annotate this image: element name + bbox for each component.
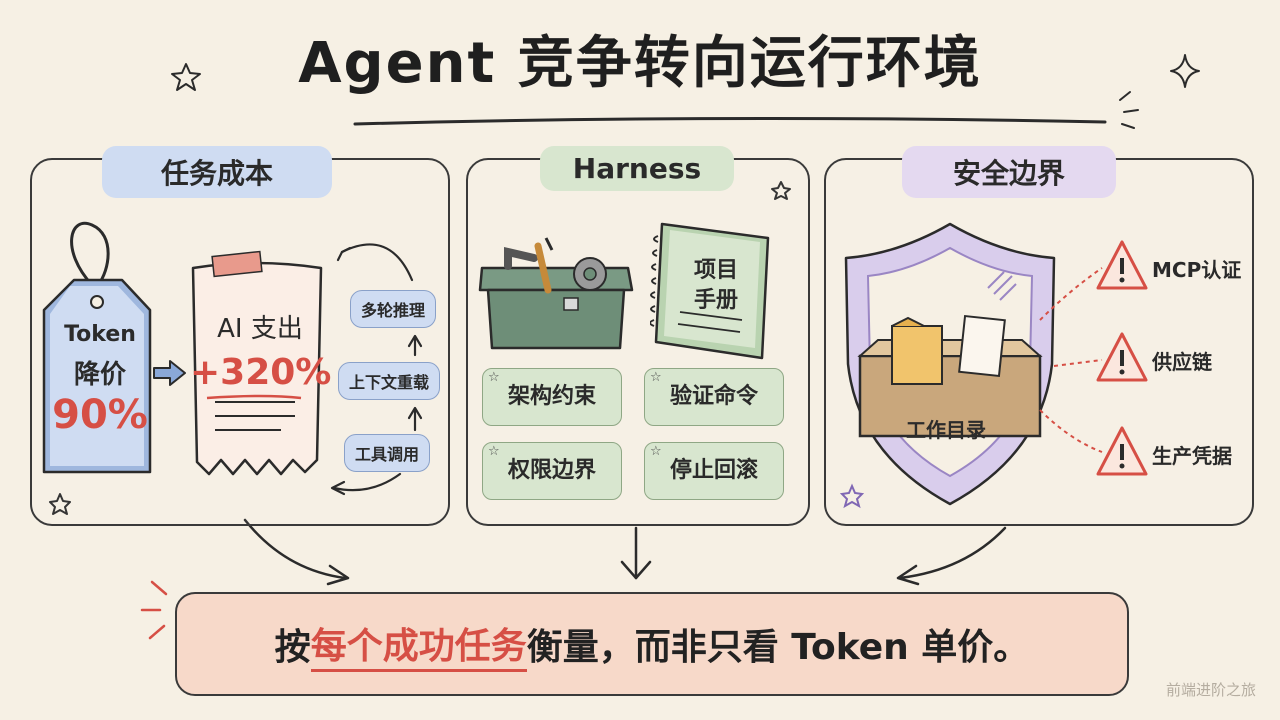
- star-icon: [171, 63, 201, 91]
- receipt-label: AI 支出: [217, 314, 303, 344]
- cycle-arrows: [330, 243, 423, 496]
- cost-panel-label: 任务成本: [102, 146, 332, 198]
- risk-prod-credentials: 生产凭据: [1152, 444, 1232, 468]
- manual-title-line2: 手册: [694, 288, 739, 313]
- harness-panel-label: Harness: [540, 146, 734, 191]
- shield-icon: [844, 222, 1056, 506]
- star-icon: [771, 181, 791, 200]
- star-icon: [839, 483, 865, 509]
- arrow-down-icon: [898, 526, 1007, 580]
- security-panel-label: 安全边界: [902, 146, 1116, 198]
- page-title: Agent 竞争转向运行环境: [298, 31, 982, 96]
- manual-icon: [650, 222, 770, 360]
- cycle-step-tool-call: 工具调用: [344, 434, 431, 472]
- arrow-right-icon: [153, 360, 186, 386]
- workspace-label: 工作目录: [906, 418, 986, 442]
- receipt-icon: [191, 250, 323, 476]
- toolbox-icon: [478, 237, 634, 350]
- banner-prefix: 按: [274, 627, 311, 668]
- tag-discount-label: 降价: [73, 360, 126, 390]
- risk-connectors: [1039, 267, 1103, 453]
- warning-icons: [1096, 240, 1148, 476]
- star-icon: ☆: [650, 370, 662, 385]
- harness-item-architecture: 架构约束: [482, 368, 622, 426]
- risk-mcp-auth: MCP认证: [1152, 258, 1242, 282]
- harness-item-verification: 验证命令: [644, 368, 784, 426]
- watermark: 前端进阶之旅: [1165, 681, 1256, 699]
- title-underline: [353, 116, 1107, 126]
- star-icon: ☆: [488, 444, 500, 459]
- price-tag-icon: [42, 221, 152, 474]
- banner-suffix: 衡量，而非只看 Token 单价。: [526, 627, 1030, 668]
- harness-item-rollback: 停止回滚: [644, 442, 784, 500]
- star-icon: [49, 493, 71, 515]
- risk-supply-chain: 供应链: [1152, 350, 1212, 374]
- star-icon: ☆: [488, 370, 500, 385]
- conclusion-banner: 按 每个成功任务 衡量，而非只看 Token 单价。: [175, 592, 1129, 696]
- tag-discount-value: 90%: [52, 392, 148, 438]
- sparkle-icon: [1170, 54, 1200, 88]
- cycle-step-reasoning: 多轮推理: [350, 290, 437, 328]
- arrow-down-icon: [243, 518, 347, 580]
- tag-token-label: Token: [64, 322, 136, 347]
- harness-item-permissions: 权限边界: [482, 442, 622, 500]
- receipt-value: +320%: [190, 352, 332, 393]
- cycle-step-context-reload: 上下文重载: [338, 362, 441, 400]
- manual-title-line1: 项目: [694, 258, 739, 283]
- banner-highlight: 每个成功任务: [310, 617, 527, 672]
- star-icon: ☆: [650, 444, 662, 459]
